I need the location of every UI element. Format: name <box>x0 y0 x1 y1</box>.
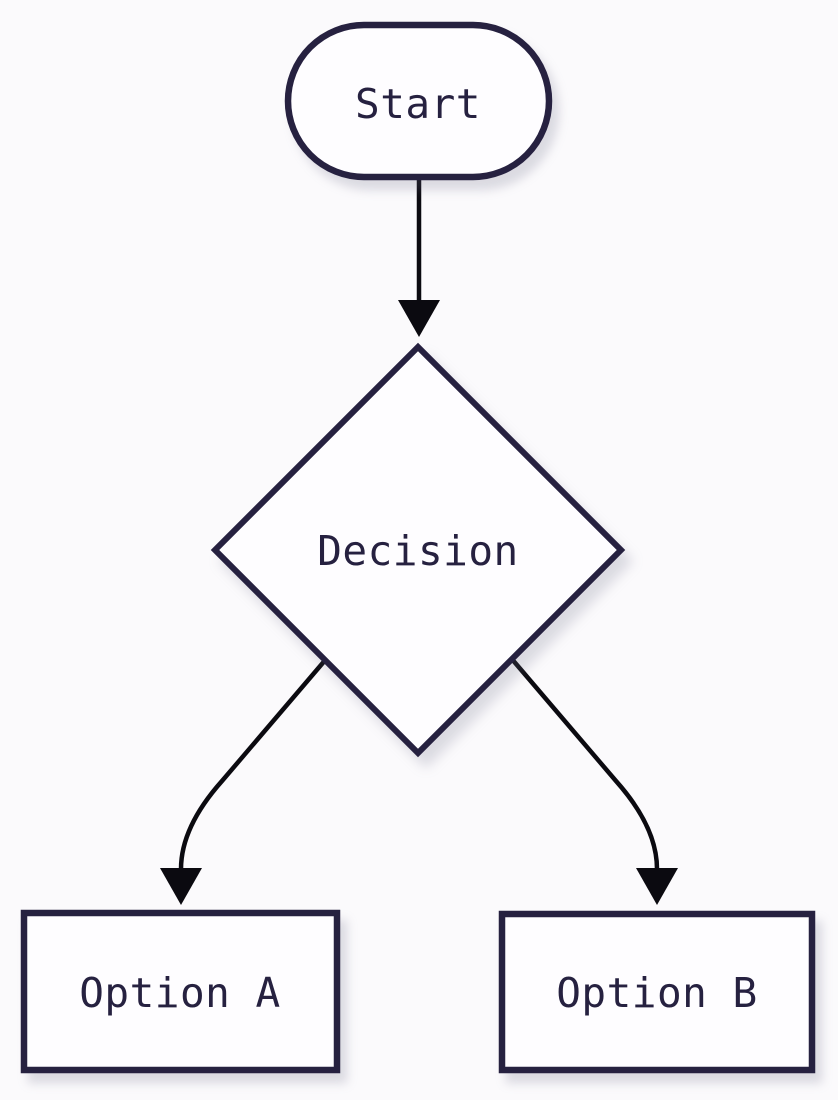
edge-start-to-decision <box>398 176 440 337</box>
arrowhead-down-icon <box>636 868 678 905</box>
edge-line <box>509 656 660 870</box>
option-b-node-label: Option B <box>556 969 757 1017</box>
option-a-node-label: Option A <box>79 969 280 1017</box>
node-option-b: Option B <box>498 910 816 1074</box>
edge-decision-to-option-b <box>509 656 678 905</box>
decision-node-shape <box>210 342 626 758</box>
edge-decision-to-option-a <box>160 656 329 905</box>
node-decision: Decision <box>210 342 626 758</box>
node-start: Start <box>284 21 553 181</box>
arrowhead-down-icon <box>160 868 202 905</box>
option-a-node-shape <box>20 909 341 1074</box>
arrowhead-down-icon <box>398 300 440 337</box>
start-node-label: Start <box>355 80 481 128</box>
option-b-node-shape <box>498 910 816 1074</box>
node-option-a: Option A <box>20 909 341 1074</box>
edge-line <box>178 656 329 870</box>
start-node-shape <box>284 21 553 181</box>
decision-node-label: Decision <box>317 527 518 575</box>
